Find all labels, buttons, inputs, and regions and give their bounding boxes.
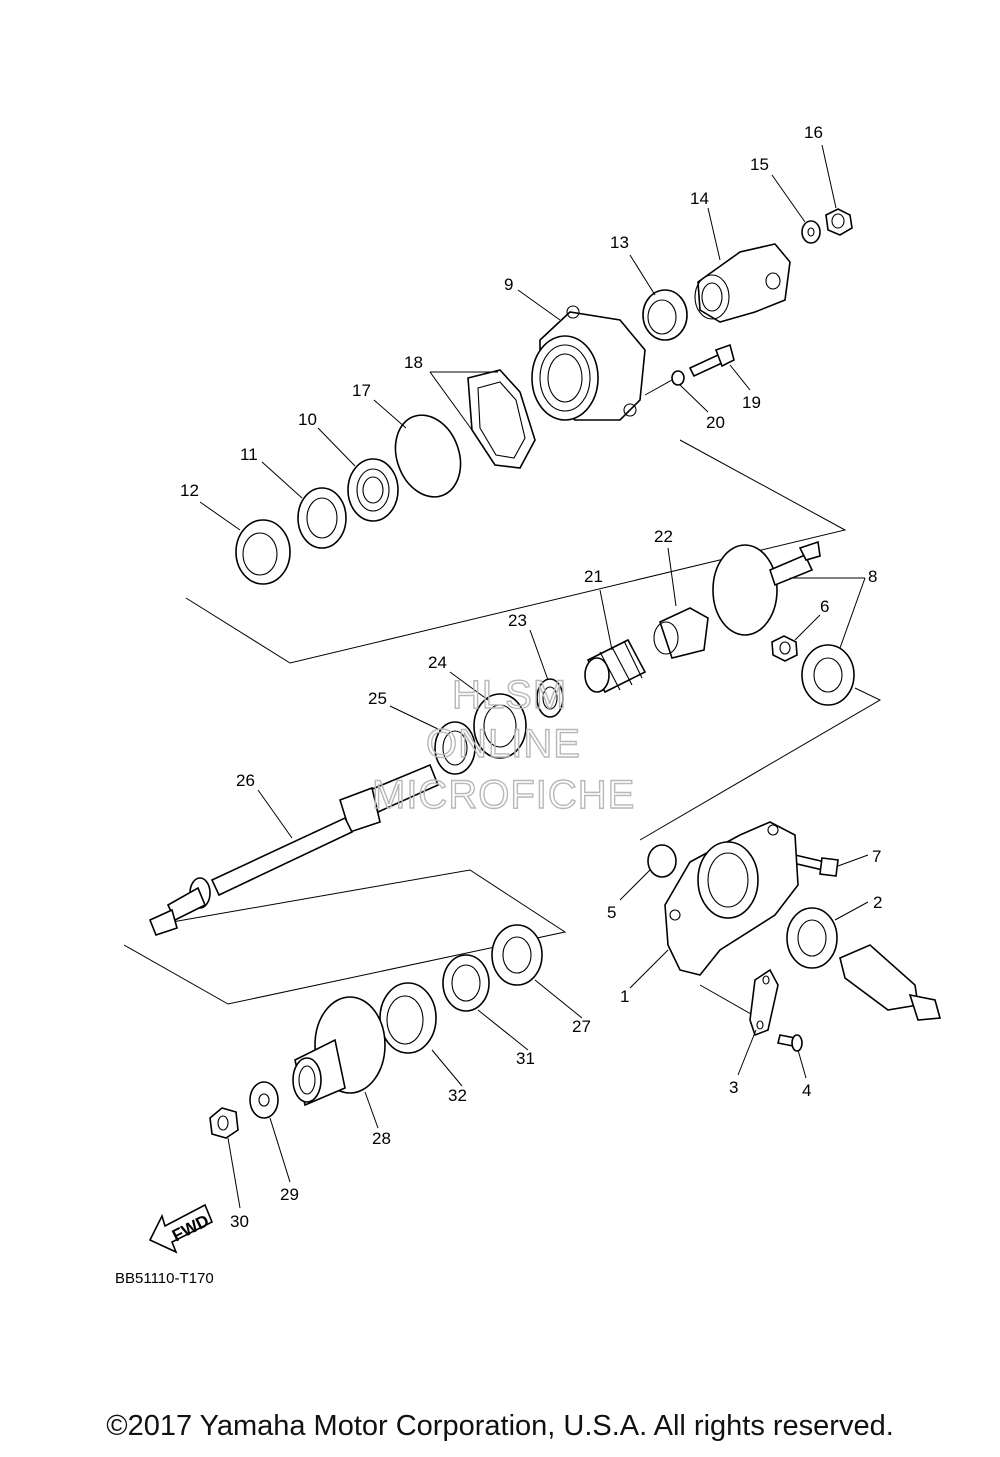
part-label-22: 22 [654, 527, 673, 546]
part-label-31: 31 [516, 1049, 535, 1068]
part-label-17: 17 [352, 381, 371, 400]
part-15-washer [801, 220, 821, 244]
part-2-bearing [786, 907, 838, 969]
part-13-oil-seal [642, 289, 688, 341]
part-32-oil-seal [379, 982, 437, 1054]
diagram-code: BB51110-T170 [115, 1270, 214, 1287]
part-31-collar [442, 954, 490, 1012]
part-label-16: 16 [804, 123, 823, 142]
part-1-housing [664, 821, 799, 976]
part-22-collar [653, 607, 709, 659]
part-label-20: 20 [706, 413, 725, 432]
part-label-14: 14 [690, 189, 709, 208]
part-26-shaft [148, 763, 440, 936]
part-label-23: 23 [508, 611, 527, 630]
assembly-frame-housing [699, 984, 759, 1019]
assembly-frame-middle [639, 687, 882, 841]
part-19-bolt [688, 343, 735, 378]
part-label-29: 29 [280, 1185, 299, 1204]
part-label-19: 19 [742, 393, 761, 412]
part-24-bearing [473, 693, 527, 759]
part-number-labels: 1 2 3 4 5 6 7 8 9 10 11 12 13 14 15 16 1… [180, 123, 882, 1231]
part-18-shim [467, 369, 536, 469]
part-21-spring [584, 638, 647, 694]
part-8-gear-set [712, 540, 855, 706]
part-label-18: 18 [404, 353, 423, 372]
part-label-26: 26 [236, 771, 255, 790]
part-label-7: 7 [872, 847, 881, 866]
part-label-2: 2 [873, 893, 882, 912]
part-label-10: 10 [298, 410, 317, 429]
assembly-frame-upper [185, 439, 847, 664]
part-30-nut [209, 1107, 239, 1139]
part-23-washer [536, 678, 564, 718]
part-label-12: 12 [180, 481, 199, 500]
part-label-15: 15 [750, 155, 769, 174]
watermark-line-2: ONLINE [426, 722, 581, 766]
part-6-nut [771, 635, 798, 662]
part-10-bearing [347, 458, 399, 522]
part-20-washer [671, 370, 685, 386]
watermark: HLSM ONLINE MICROFICHE [371, 672, 635, 817]
fwd-arrow-icon: FWD [148, 1203, 214, 1254]
assembly-frame-lower [123, 869, 567, 1005]
part-7-bolt [792, 854, 839, 877]
copyright-notice: ©2017 Yamaha Motor Corporation, U.S.A. A… [106, 1410, 894, 1442]
part-16-nut [825, 208, 853, 236]
part-label-11: 11 [240, 445, 258, 464]
part-label-3: 3 [729, 1078, 738, 1097]
part-11-collar [297, 487, 347, 549]
part-label-27: 27 [572, 1017, 591, 1036]
part-14-yoke [694, 243, 791, 323]
part-label-9: 9 [504, 275, 513, 294]
part-9-bearing-housing [531, 305, 646, 421]
part-label-25: 25 [368, 689, 387, 708]
part-5-o-ring [647, 844, 677, 878]
part-25-circlip [434, 721, 476, 775]
watermark-line-3: MICROFICHE [372, 773, 635, 817]
part-17-o-ring [394, 414, 462, 498]
part-label-4: 4 [802, 1081, 811, 1100]
part-label-30: 30 [230, 1212, 249, 1231]
part-12-oil-seal [235, 519, 291, 585]
part-3-bracket [749, 968, 779, 1037]
part-label-28: 28 [372, 1129, 391, 1148]
part-label-5: 5 [607, 903, 616, 922]
part-29-washer [249, 1081, 279, 1119]
part-27-bearing [491, 924, 543, 986]
part-label-32: 32 [448, 1086, 467, 1105]
part-label-1: 1 [620, 987, 629, 1006]
watermark-line-1: HLSM [452, 673, 567, 717]
part-label-21: 21 [584, 567, 603, 586]
leader-lines [199, 144, 869, 1209]
part-4-screw [777, 1034, 803, 1052]
part-label-13: 13 [610, 233, 629, 252]
part-label-24: 24 [428, 653, 447, 672]
part-label-8: 8 [868, 567, 877, 586]
part-28-coupling [292, 996, 386, 1107]
part-pinion-shaft [839, 944, 942, 1021]
part-label-6: 6 [820, 597, 829, 616]
